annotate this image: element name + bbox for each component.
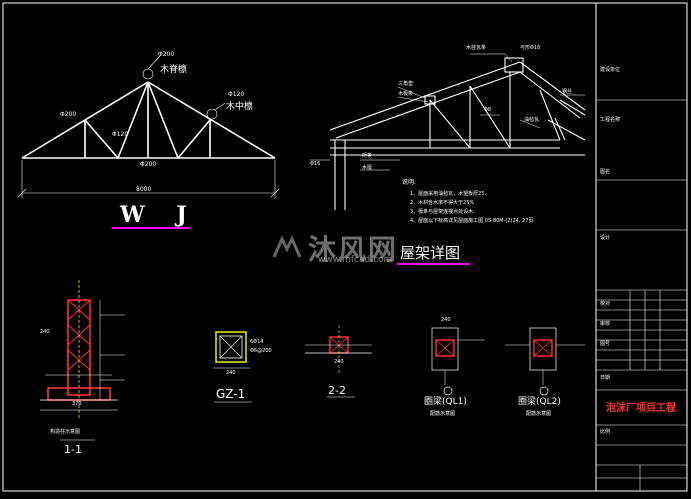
truss-bottom-chord-label: Φ200 [140, 161, 157, 168]
ql1-section [431, 327, 485, 396]
truss-dims [17, 55, 280, 198]
col-sub-label: 构造柱示意图 [50, 429, 81, 435]
section-22 [305, 325, 372, 398]
watermark-logo-icon [272, 235, 302, 258]
truss-left-chord-label: Φ200 [60, 111, 77, 118]
col-dim-1: 370 [72, 401, 82, 407]
watermark: 沐风网 [272, 228, 398, 268]
ql1-label: 圈梁(QL1) [424, 397, 467, 407]
title-block [596, 99, 687, 491]
truss-top-chord-label: Φ200 [158, 51, 175, 58]
ql2-label: 圈梁(QL2) [518, 397, 561, 407]
roof-label-5: 木檩 [362, 165, 373, 171]
roof-notes-header: 说明: [402, 179, 417, 186]
roof-label-4: 弓形Φ16 [520, 45, 541, 51]
gz1-section [213, 331, 252, 403]
roof-label-7: 油毡瓦 [524, 117, 540, 123]
roof-label-9: Φ16 [310, 161, 321, 167]
tb-row-1: 工程名称 [600, 117, 621, 123]
truss-mid-purlin-dim-label: Φ120 [228, 91, 245, 98]
roof-label-8: Φ8 [484, 107, 492, 113]
section-22-label: 2-2 [328, 384, 346, 397]
watermark-brand: 沐风网 [308, 233, 399, 266]
roof-label-0: 木挂瓦条 [466, 45, 487, 51]
watermark-url: www.mfcad.com [318, 255, 393, 265]
ql2-sub-label: 配筋示意图 [526, 411, 552, 417]
truss-ridge-purlin-label: 木脊檩 [160, 65, 188, 75]
roof-note-2: 2、木材含水率不得大于25% [410, 200, 475, 206]
roof-detail [329, 57, 586, 210]
tb-row-7: 日期 [600, 375, 611, 381]
roof-label-6: 钢丝 [562, 89, 573, 95]
truss-mid-purlin-label: 木中檩 [226, 102, 254, 112]
truss-title: W J [120, 202, 199, 228]
roof-note-1: 1、屋面采用油毡瓦，木望板厚25. [410, 191, 487, 197]
roof-label-1: 桁条 [362, 153, 373, 159]
tb-row-5: 审核 [600, 321, 611, 327]
roof-note-3: 3、檩条与屋架连接点处设木. [410, 209, 475, 215]
ql1-dim: 240 [441, 317, 451, 323]
roof-detail-title: 屋架详图 [400, 244, 461, 262]
tb-row-2: 图名 [600, 169, 611, 175]
truss-web-label: Φ120 [112, 131, 129, 138]
roof-label-3: 木板条 [398, 91, 414, 97]
drawing-frame [2, 2, 688, 492]
ql1-sub-label: 配筋示意图 [430, 411, 456, 417]
tb-row-6: 图号 [600, 341, 611, 347]
tb-row-0: 建设单位 [600, 67, 621, 73]
column-section [40, 280, 125, 441]
roof-note-4: 4、屋面以下标高详见屋面施工图 05-80M-(2)24, 27页 [410, 218, 534, 224]
col-dim-0: 240 [40, 329, 50, 335]
roof-label-2: 三角垫 [398, 81, 414, 87]
roof-leaders [310, 53, 585, 171]
section-11-label: 1-1 [64, 443, 82, 456]
gz1-label: GZ-1 [216, 387, 246, 401]
gz1-stirrup: Φ6@200 [250, 348, 272, 354]
ql2-section [505, 327, 585, 396]
truss-wj [21, 81, 276, 159]
gz1-rebar: 6Φ14 [250, 339, 264, 345]
tb-row-3: 设计 [600, 235, 611, 241]
truss-span-dim: 8000 [136, 186, 152, 193]
project-name: 泡沫厂项目工程 [606, 403, 676, 414]
tb-row-4: 校对 [600, 301, 611, 307]
tb-row-8: 比例 [600, 429, 611, 435]
gz1-dim: 240 [226, 370, 236, 376]
s22-dim: 240 [334, 359, 344, 365]
